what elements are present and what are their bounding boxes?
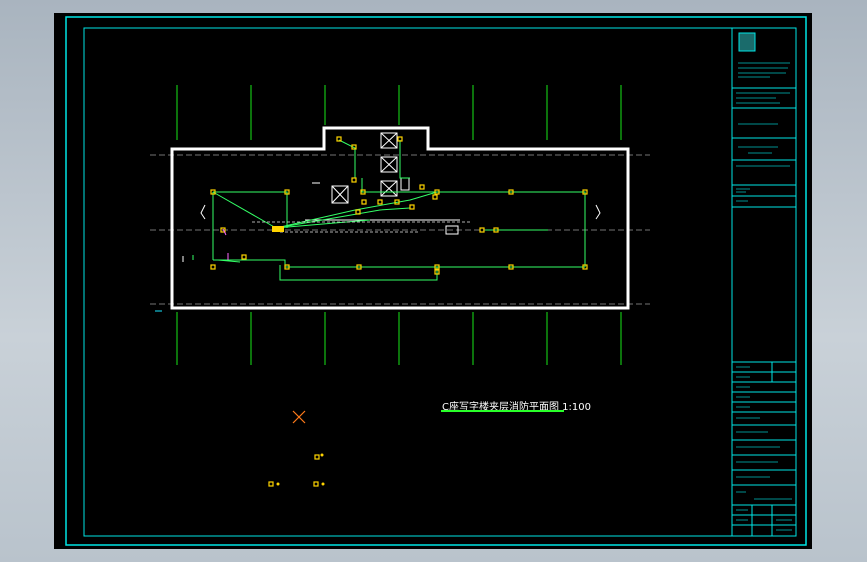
axis-grid-vertical	[176, 85, 622, 365]
small-symbols	[222, 228, 229, 260]
axis-grid-horizontal	[150, 154, 650, 305]
wall-marks	[155, 204, 601, 312]
device-hatch	[272, 226, 325, 486]
building-outline	[170, 126, 630, 310]
title-block-fine-print	[736, 62, 792, 531]
drawing-sheet	[54, 13, 812, 549]
plan-title: C座写字楼夹层消防平面图 1:100	[442, 402, 591, 413]
inner-frame	[83, 27, 797, 537]
plan-title-underline	[441, 410, 564, 412]
origin-cross-marker	[292, 410, 306, 424]
dashed-wiring	[252, 221, 470, 233]
outer-frame	[65, 16, 807, 546]
title-block	[731, 28, 796, 536]
fire-devices	[210, 136, 588, 487]
alarm-wiring	[192, 139, 586, 281]
core-area	[305, 132, 460, 235]
